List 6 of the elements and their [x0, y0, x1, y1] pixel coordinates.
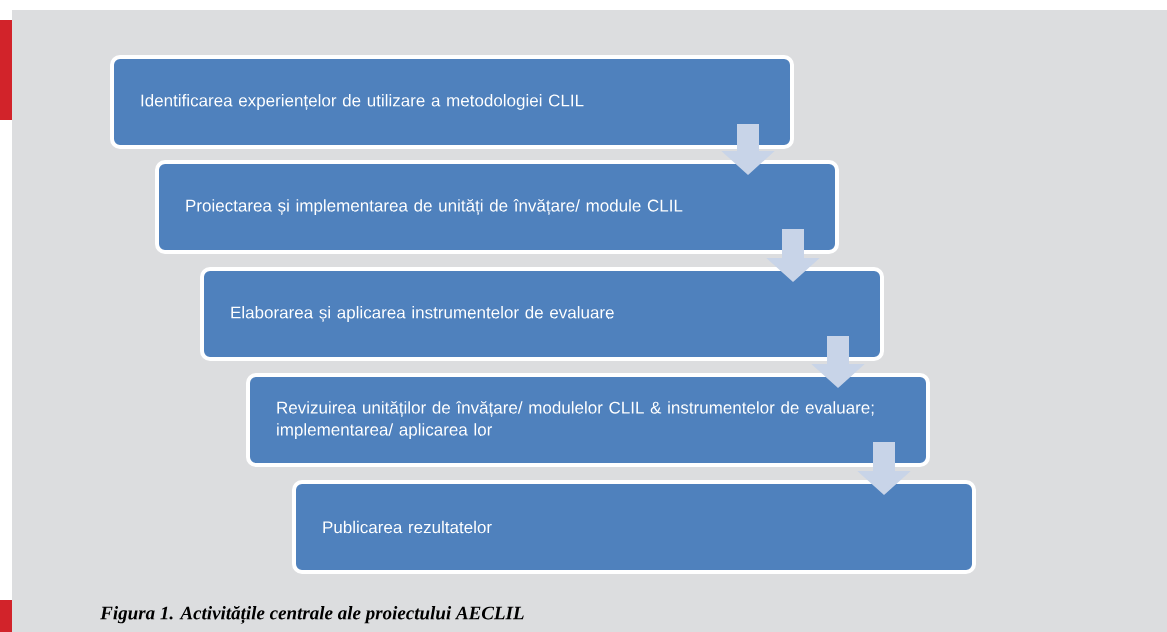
process-box: Identificarea experiențelor de utilizare a metodologiei CLIL: [110, 55, 794, 149]
process-box: Publicarea rezultatelor: [292, 480, 976, 574]
process-box: Proiectarea și implementarea de unități de învățare/ module CLIL: [155, 160, 839, 254]
figure-caption: Figura 1. Activitățile centrale ale proiectului AECLIL: [100, 605, 524, 625]
process-box: Elaborarea și aplicarea instrumentelor de evaluare: [200, 267, 884, 361]
process-box: Revizuirea unităților de învățare/ modulelor CLIL & instrumentelor de evaluare; implementarea/ aplicarea lor: [246, 373, 930, 467]
